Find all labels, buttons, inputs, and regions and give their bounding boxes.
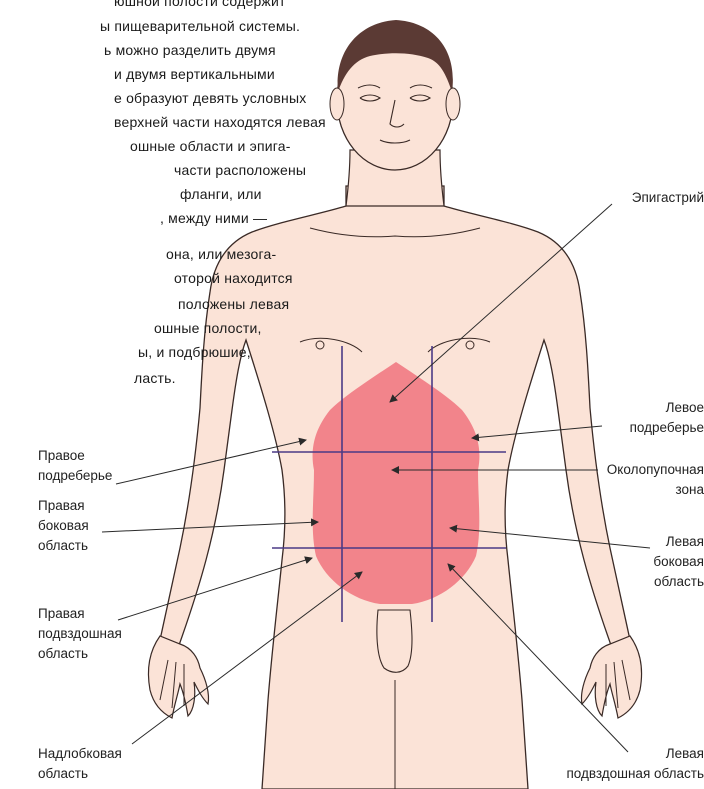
label-right-hypochondrium: Правое подреберье [38,446,112,486]
body-text: юшной полости содержит ы пищеварительной… [0,0,704,430]
label-left-hypochondrium: Левое подреберье [630,398,704,438]
label-umbilical-zone: Околопупочная зона [607,460,704,500]
text-line: ласть. [134,370,176,386]
genital-outline [377,610,412,672]
text-line: и двумя вертикальными [114,66,275,82]
text-line: юшной полости содержит [114,0,286,9]
text-line: части расположены [174,162,306,178]
text-line: ь можно разделить двумя [104,42,276,58]
label-epigastrium: Эпигастрий [632,188,704,208]
text-line: , между ними — [160,210,267,226]
text-line: е образуют девять условных [114,90,306,106]
text-line: ы пищеварительной системы. [100,18,300,34]
text-line: она, или мезога- [166,246,276,262]
label-left-iliac: Левая подвздошная область [566,744,704,784]
label-suprapubic: Надлобковая область [38,744,122,784]
label-right-iliac: Правая подвздошная область [38,604,122,664]
text-line: положены левая [178,296,289,312]
text-line: ы, и подбрюшие, [138,344,251,360]
text-line: верхней части находятся левая [114,114,326,130]
label-right-lateral: Правая боковая область [38,496,89,556]
left-hand [581,636,641,718]
text-line: ошные полости, [154,320,262,336]
text-line: оторой находится [174,270,293,286]
right-hand [148,636,208,718]
text-line: ошные области и эпига- [130,138,291,154]
label-left-lateral: Левая боковая область [653,532,704,592]
text-line: фланги, или [180,186,262,202]
